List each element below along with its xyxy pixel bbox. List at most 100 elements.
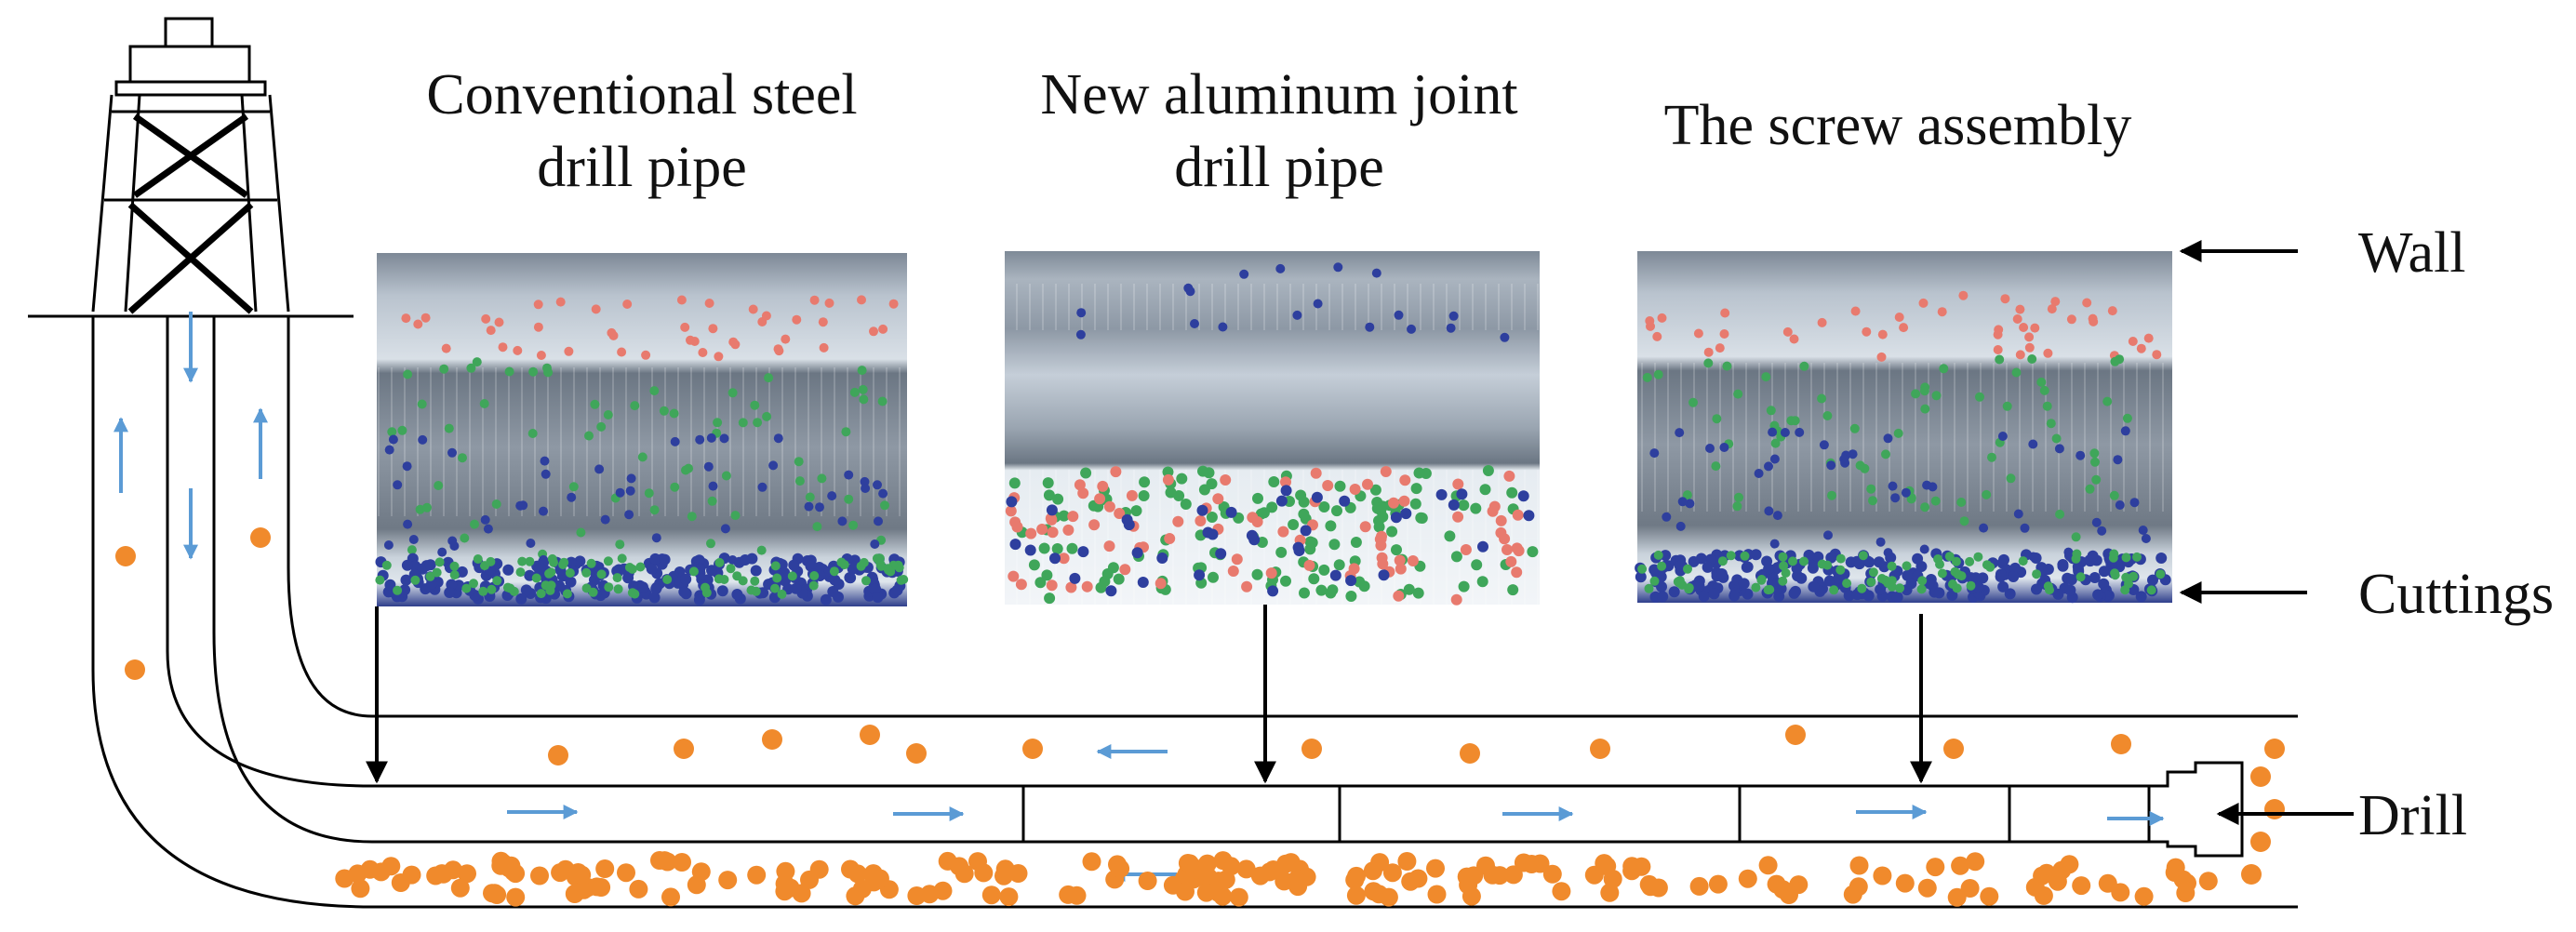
cutting-particle — [506, 887, 526, 907]
panel-particle — [1394, 554, 1406, 566]
panel-particle — [1099, 576, 1111, 588]
panel-particle — [1966, 580, 1976, 591]
panel-particle — [1987, 452, 1996, 462]
panel-particle — [1280, 575, 1291, 587]
panel-particle — [2113, 455, 2123, 465]
panel-particle — [787, 571, 797, 581]
panel-particle — [447, 536, 458, 546]
panel-particle — [1009, 516, 1021, 528]
panel-particle — [1969, 572, 1982, 584]
panel-particle — [1657, 313, 1667, 323]
panel-particle — [820, 593, 832, 606]
panel-particle — [1345, 575, 1357, 587]
panel-particle — [827, 491, 837, 501]
panel-particle — [1024, 544, 1036, 556]
panel-particle — [481, 313, 491, 324]
panel-particle — [1103, 500, 1115, 513]
panel-particle — [1137, 577, 1149, 588]
cutting-particle — [115, 546, 136, 566]
panel-particle — [534, 563, 546, 574]
panel-particle — [1881, 449, 1890, 459]
panel-particle — [646, 563, 658, 575]
panel-particle — [1458, 499, 1470, 512]
panel-particle — [1495, 526, 1507, 539]
panel-steel: Conventional steel drill pipe — [375, 63, 909, 606]
panel-particle — [1034, 577, 1047, 589]
cutting-particle — [444, 860, 462, 880]
drill-label: Drill — [2358, 784, 2467, 847]
panel-particle — [520, 584, 532, 596]
panel-particle — [2075, 572, 2086, 582]
panel-particle — [1413, 467, 1425, 479]
panel-particle — [1799, 556, 1809, 566]
panel-particle — [1288, 519, 1300, 530]
panel-particle — [1051, 543, 1063, 554]
panel-aluminum-title-line2: drill pipe — [1174, 136, 1384, 199]
panel-particle — [1850, 306, 1861, 316]
panel-particle — [2028, 439, 2038, 449]
panel-particle — [1708, 588, 1720, 600]
cutting-particle — [1708, 874, 1728, 894]
panel-particle — [804, 501, 814, 512]
panel-particle — [466, 363, 476, 373]
panel-particle — [1766, 406, 1776, 416]
panel-particle — [1866, 577, 1876, 587]
panel-particle — [1763, 563, 1775, 575]
panel-particle — [841, 427, 851, 437]
cutting-particle — [747, 865, 767, 885]
panel-particle — [449, 570, 460, 580]
panel-particle — [2019, 323, 2029, 332]
panel-particle — [848, 520, 859, 530]
panel-particle — [473, 554, 483, 564]
panel-particle — [1043, 489, 1055, 501]
panel-particle — [2013, 509, 2023, 519]
panel-particle — [607, 327, 617, 338]
panel-particle — [2015, 350, 2025, 360]
cutting-particle — [491, 856, 511, 875]
cutting-particle — [2036, 863, 2056, 883]
panel-particle — [432, 567, 442, 578]
panel-particle — [1711, 461, 1721, 472]
panel-particle — [1076, 308, 1087, 318]
panel-particle — [824, 298, 834, 308]
panel-particle — [479, 399, 489, 408]
panel-particle — [1088, 519, 1101, 531]
panel-particle — [644, 488, 654, 499]
panel-particle — [420, 313, 431, 323]
panel-particle — [706, 539, 715, 549]
panel-particle — [681, 465, 690, 475]
panel-particle — [449, 561, 460, 571]
panel-particle — [792, 314, 802, 325]
panel-particle — [2135, 591, 2147, 603]
panel-particle — [1877, 329, 1888, 340]
panel-particle — [528, 366, 539, 377]
cutting-particle — [1849, 856, 1869, 875]
panel-particle — [781, 334, 791, 344]
panel-particle — [2156, 553, 2168, 564]
panel-particle — [1180, 499, 1192, 510]
panel-particle — [1916, 584, 1927, 594]
panel-screw-title: The screw assembly — [1664, 94, 2132, 157]
cutting-particle — [1401, 872, 1421, 891]
panel-particle — [525, 556, 535, 566]
cutting-particle — [1780, 885, 1798, 904]
panel-particle — [1446, 323, 1456, 333]
panel-particle — [1645, 316, 1655, 326]
cutting-particle — [1346, 885, 1366, 905]
panel-particle — [2055, 509, 2065, 519]
cutting-particle — [907, 886, 927, 905]
panel-particle — [1901, 487, 1911, 498]
panel-particle — [1956, 498, 1967, 507]
panel-particle — [1227, 566, 1239, 577]
cutting-particle — [762, 729, 782, 750]
panel-particle — [861, 576, 871, 586]
panel-particle — [1994, 325, 2004, 335]
panel-particle — [540, 456, 550, 466]
panel-particle — [2143, 333, 2154, 343]
panel-particle — [1644, 583, 1654, 593]
panel-particle — [1819, 440, 1829, 450]
panel-particle — [1448, 499, 1460, 511]
panel-particle — [1935, 559, 1944, 569]
panel-particle — [1293, 545, 1305, 556]
